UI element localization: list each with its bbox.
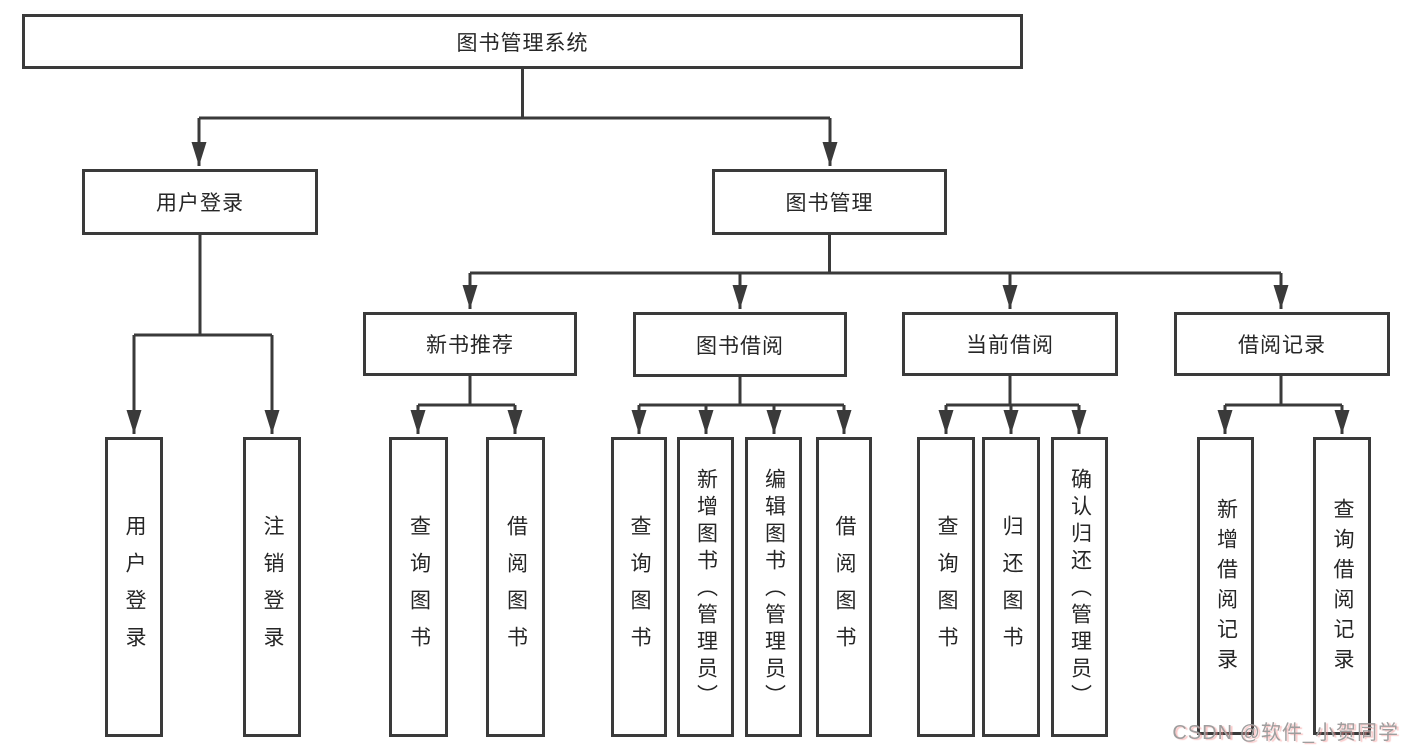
- node-leaf-logout: 注销登录: [243, 437, 301, 737]
- node-leaf-query-books-3: 查询图书: [917, 437, 975, 737]
- connector-book-borrow-trunk: [639, 376, 844, 407]
- node-borrow-records: 借阅记录: [1174, 312, 1390, 376]
- connector-new-book-trunk: [418, 376, 515, 407]
- node-leaf-edit-books-admin: 编辑图书（管理员）: [745, 437, 802, 737]
- node-leaf-add-books-admin: 新增图书（管理员）: [677, 437, 734, 737]
- node-book-borrow: 图书借阅: [633, 312, 847, 377]
- node-leaf-return-books: 归还图书: [982, 437, 1040, 737]
- node-user-login: 用户登录: [82, 169, 318, 235]
- node-leaf-borrow-books-2: 借阅图书: [816, 437, 872, 737]
- node-leaf-add-borrow-record: 新增借阅记录: [1197, 437, 1254, 735]
- node-current-borrow: 当前借阅: [902, 312, 1118, 376]
- node-leaf-user-login: 用户登录: [105, 437, 163, 737]
- node-leaf-query-books-1: 查询图书: [389, 437, 448, 737]
- node-leaf-borrow-books-1: 借阅图书: [486, 437, 545, 737]
- node-leaf-query-books-2: 查询图书: [611, 437, 667, 737]
- csdn-watermark: CSDN @软件_小贺同学: [1172, 722, 1399, 744]
- node-leaf-confirm-return-admin: 确认归还（管理员）: [1051, 437, 1108, 737]
- connector-current-borrow-trunk: [946, 376, 1079, 407]
- connector-user-login-trunk: [134, 235, 272, 337]
- connector-borrow-records-trunk: [1225, 376, 1342, 407]
- node-library-management-system: 图书管理系统: [22, 14, 1023, 69]
- node-book-management: 图书管理: [712, 169, 947, 235]
- connector-root-trunk: [199, 69, 830, 120]
- node-leaf-query-borrow-record: 查询借阅记录: [1313, 437, 1371, 735]
- node-new-book-recommend: 新书推荐: [363, 312, 577, 376]
- connector-book-management-trunk: [470, 235, 1281, 275]
